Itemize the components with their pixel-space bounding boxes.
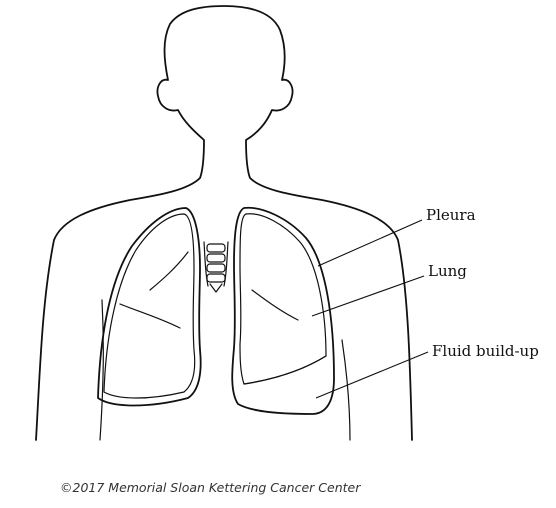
- right-lung-inner: [239, 213, 327, 385]
- body-silhouette: [35, 5, 413, 441]
- left-arm-line: [99, 299, 104, 441]
- left-lung: [97, 207, 202, 407]
- copyright-text: ©2017 Memorial Sloan Kettering Cancer Ce…: [60, 480, 361, 495]
- fluid-leader: [315, 351, 429, 399]
- right-lung: [231, 206, 335, 415]
- trachea: [203, 241, 229, 293]
- pleura-label: Pleura: [426, 206, 476, 224]
- fluid-level: [243, 355, 327, 385]
- left-pleura-outer: [97, 207, 202, 407]
- left-lung-inner: [103, 213, 196, 399]
- right-arm-line: [341, 339, 351, 441]
- pleura-leader: [317, 219, 423, 267]
- fluid-label: Fluid build-up: [432, 342, 539, 360]
- lung-leader: [311, 275, 425, 317]
- right-pleura-outer: [231, 206, 335, 415]
- lung-label: Lung: [428, 262, 467, 280]
